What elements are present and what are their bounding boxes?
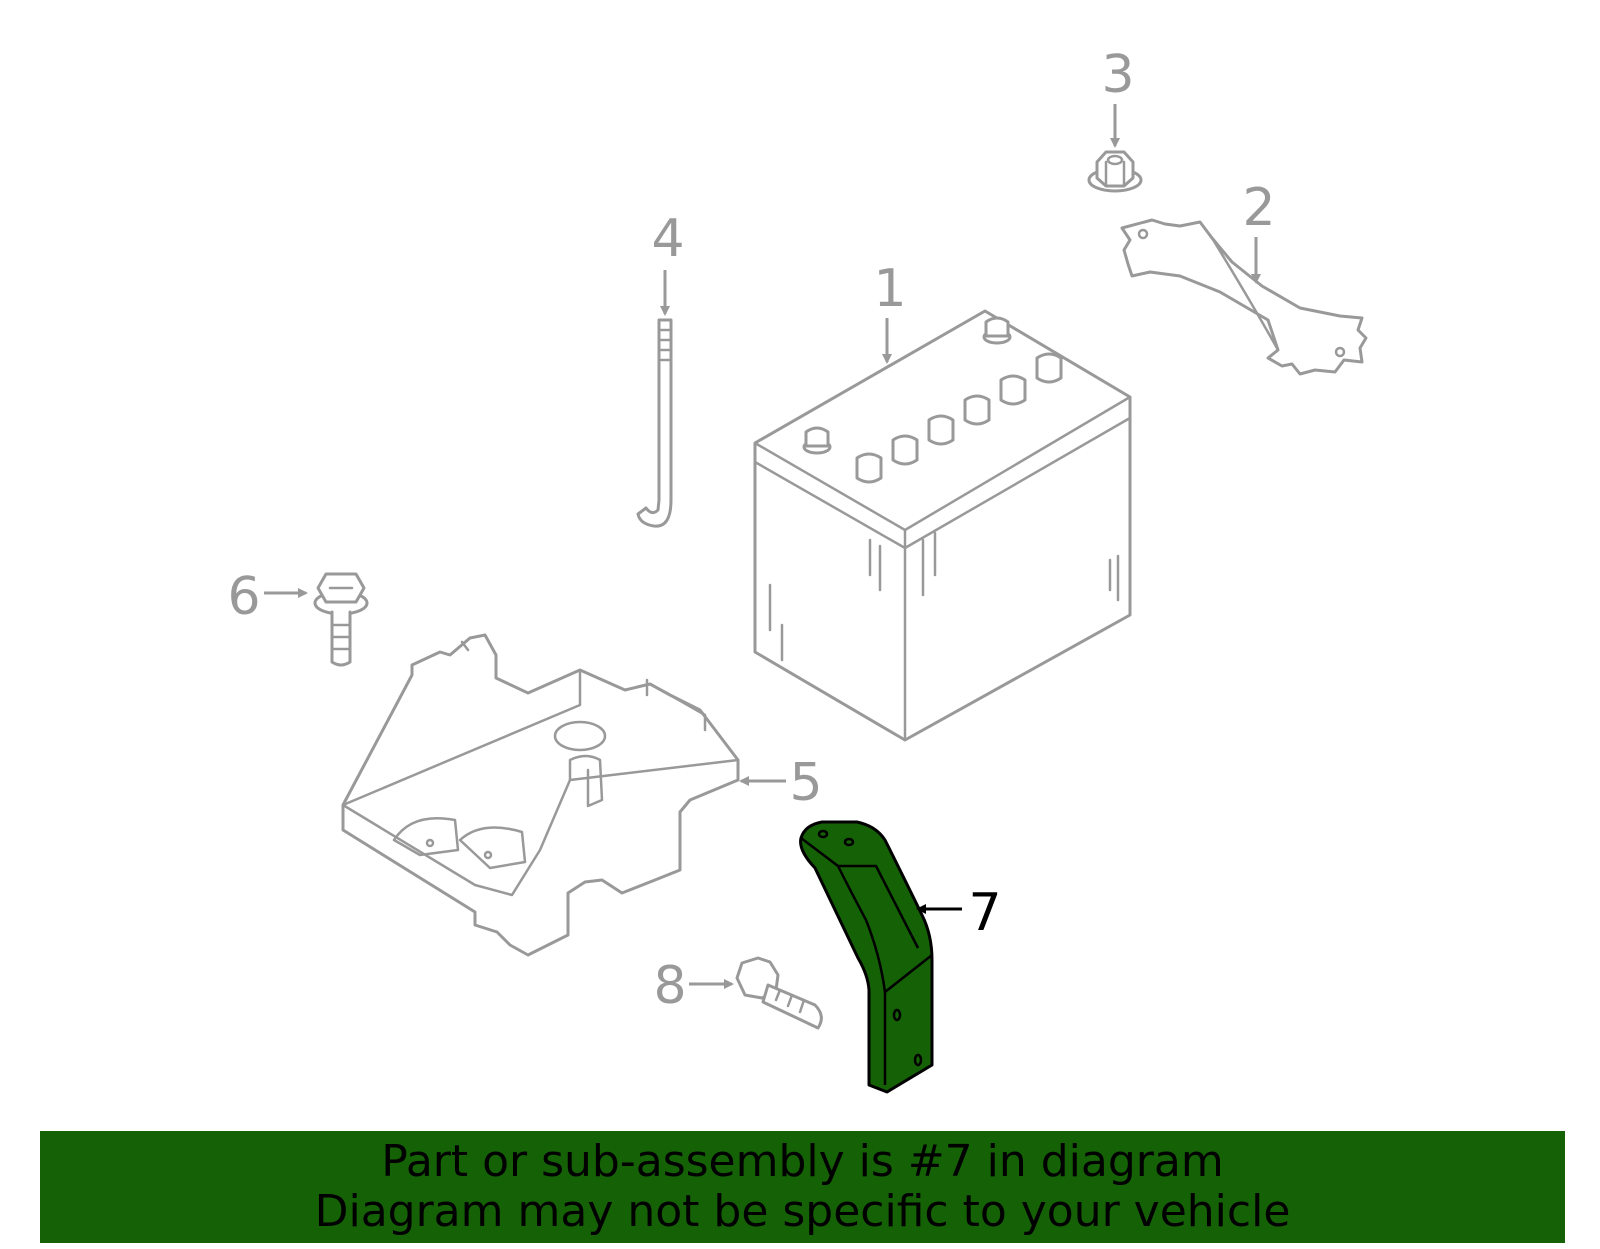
battery-tray-part[interactable] — [341, 633, 740, 957]
hold-down-clamp-part[interactable] — [1120, 218, 1368, 376]
battery-part[interactable] — [753, 309, 1132, 742]
banner-line-2: Diagram may not be specific to your vehi… — [314, 1186, 1291, 1237]
callout-1-number: 1 — [873, 259, 906, 319]
battery-bracket-part-highlighted[interactable] — [799, 820, 934, 1094]
bracket-bolt-part[interactable] — [735, 956, 823, 1030]
flange-bolt-part[interactable] — [313, 572, 369, 667]
callout-2: 2 — [1242, 178, 1276, 284]
callout-6-number: 6 — [227, 567, 260, 627]
nut-part[interactable] — [1087, 150, 1143, 193]
battery-terminal-icon — [802, 316, 1012, 455]
callout-1: 1 — [873, 259, 907, 364]
callout-4: 4 — [651, 209, 685, 316]
j-bolt-part[interactable] — [636, 318, 673, 528]
callout-5-number: 5 — [789, 753, 822, 813]
callout-3-number: 3 — [1101, 45, 1134, 105]
callout-4-number: 4 — [651, 209, 684, 269]
battery-cell-cap-icon — [855, 352, 1063, 484]
callout-3: 3 — [1101, 45, 1135, 148]
callout-2-number: 2 — [1242, 178, 1275, 238]
banner-line-1: Part or sub-assembly is #7 in diagram — [381, 1136, 1224, 1187]
callout-5: 5 — [739, 753, 823, 813]
callout-8: 8 — [653, 956, 734, 1016]
callout-7-number: 7 — [968, 883, 1001, 943]
callout-6: 6 — [227, 567, 308, 627]
info-banner: Part or sub-assembly is #7 in diagram Di… — [40, 1131, 1565, 1243]
callout-8-number: 8 — [653, 956, 686, 1016]
callout-7: 7 — [916, 883, 1002, 943]
